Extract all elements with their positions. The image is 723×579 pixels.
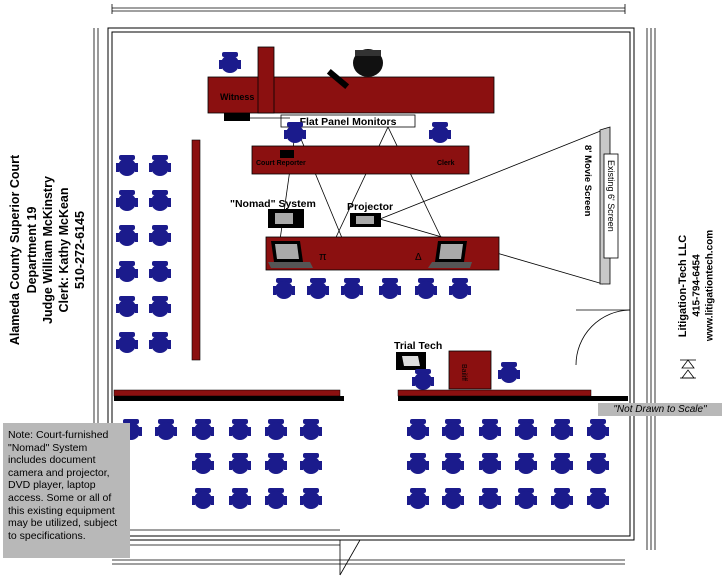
witness-chair <box>219 52 241 73</box>
trial-tech-chair <box>412 369 434 390</box>
court-judge: Judge William McKinstry <box>41 176 55 324</box>
company-phone: 415-794-6454 <box>691 254 703 317</box>
counsel-chairs <box>273 278 471 299</box>
trial-tech-label: Trial Tech <box>394 340 442 352</box>
jury-chairs <box>116 155 171 353</box>
not-to-scale-label: "Not Drawn to Scale" <box>598 403 722 416</box>
court-department: Department 19 <box>25 206 39 294</box>
bar-rail-left <box>113 389 344 401</box>
bailiff-chair <box>498 362 520 383</box>
company-logo-icon <box>680 359 696 379</box>
court-clerk: Clerk: Kathy McKean <box>57 187 71 313</box>
steno-machine <box>280 150 294 158</box>
witness-label: Witness <box>220 92 254 102</box>
flat-panel-box <box>280 114 416 128</box>
bailiff-label: Bailiff <box>460 364 467 381</box>
jury-rail <box>191 139 201 361</box>
gallery-seating-right <box>407 419 609 509</box>
bar-rail-right <box>397 389 628 401</box>
court-reporter-label: Court Reporter <box>256 160 306 167</box>
projector-label: Projector <box>347 201 393 213</box>
company-name: Litigation-Tech LLC <box>677 234 689 338</box>
court-phone: 510-272-6145 <box>73 211 87 289</box>
court-name: Alameda County Superior Court <box>8 154 22 346</box>
laptop-defense <box>428 241 472 268</box>
clerk-chair <box>429 122 451 143</box>
bailiff-desk <box>448 350 492 390</box>
defense-mark: Δ <box>415 252 422 263</box>
clerk-label: Clerk <box>437 160 455 167</box>
judge-chair <box>353 49 383 77</box>
reporter-chair <box>284 122 306 143</box>
laptop-plaintiff <box>268 241 313 268</box>
trial-tech-laptop <box>396 352 426 370</box>
judge-bench <box>207 46 495 121</box>
nomad-device <box>268 209 304 228</box>
nomad-label: "Nomad" System <box>230 198 316 210</box>
existing-screen-label: Existing 6' Screen <box>606 160 616 232</box>
movie-screen <box>599 126 619 285</box>
dimension-lines <box>93 4 656 565</box>
equipment-note: Note: Court-furnished "Nomad" System inc… <box>3 423 130 558</box>
gallery-seating-left <box>120 419 322 509</box>
movie-screen-label: 8' Movie Screen <box>582 145 593 217</box>
plaintiff-mark: π <box>319 251 327 263</box>
flat-panel-label: Flat Panel Monitors <box>300 116 397 128</box>
projector-device <box>350 213 381 227</box>
room-walls <box>107 27 635 576</box>
reporter-clerk-desk <box>251 145 470 175</box>
company-web: www.litigationtech.com <box>704 229 716 342</box>
